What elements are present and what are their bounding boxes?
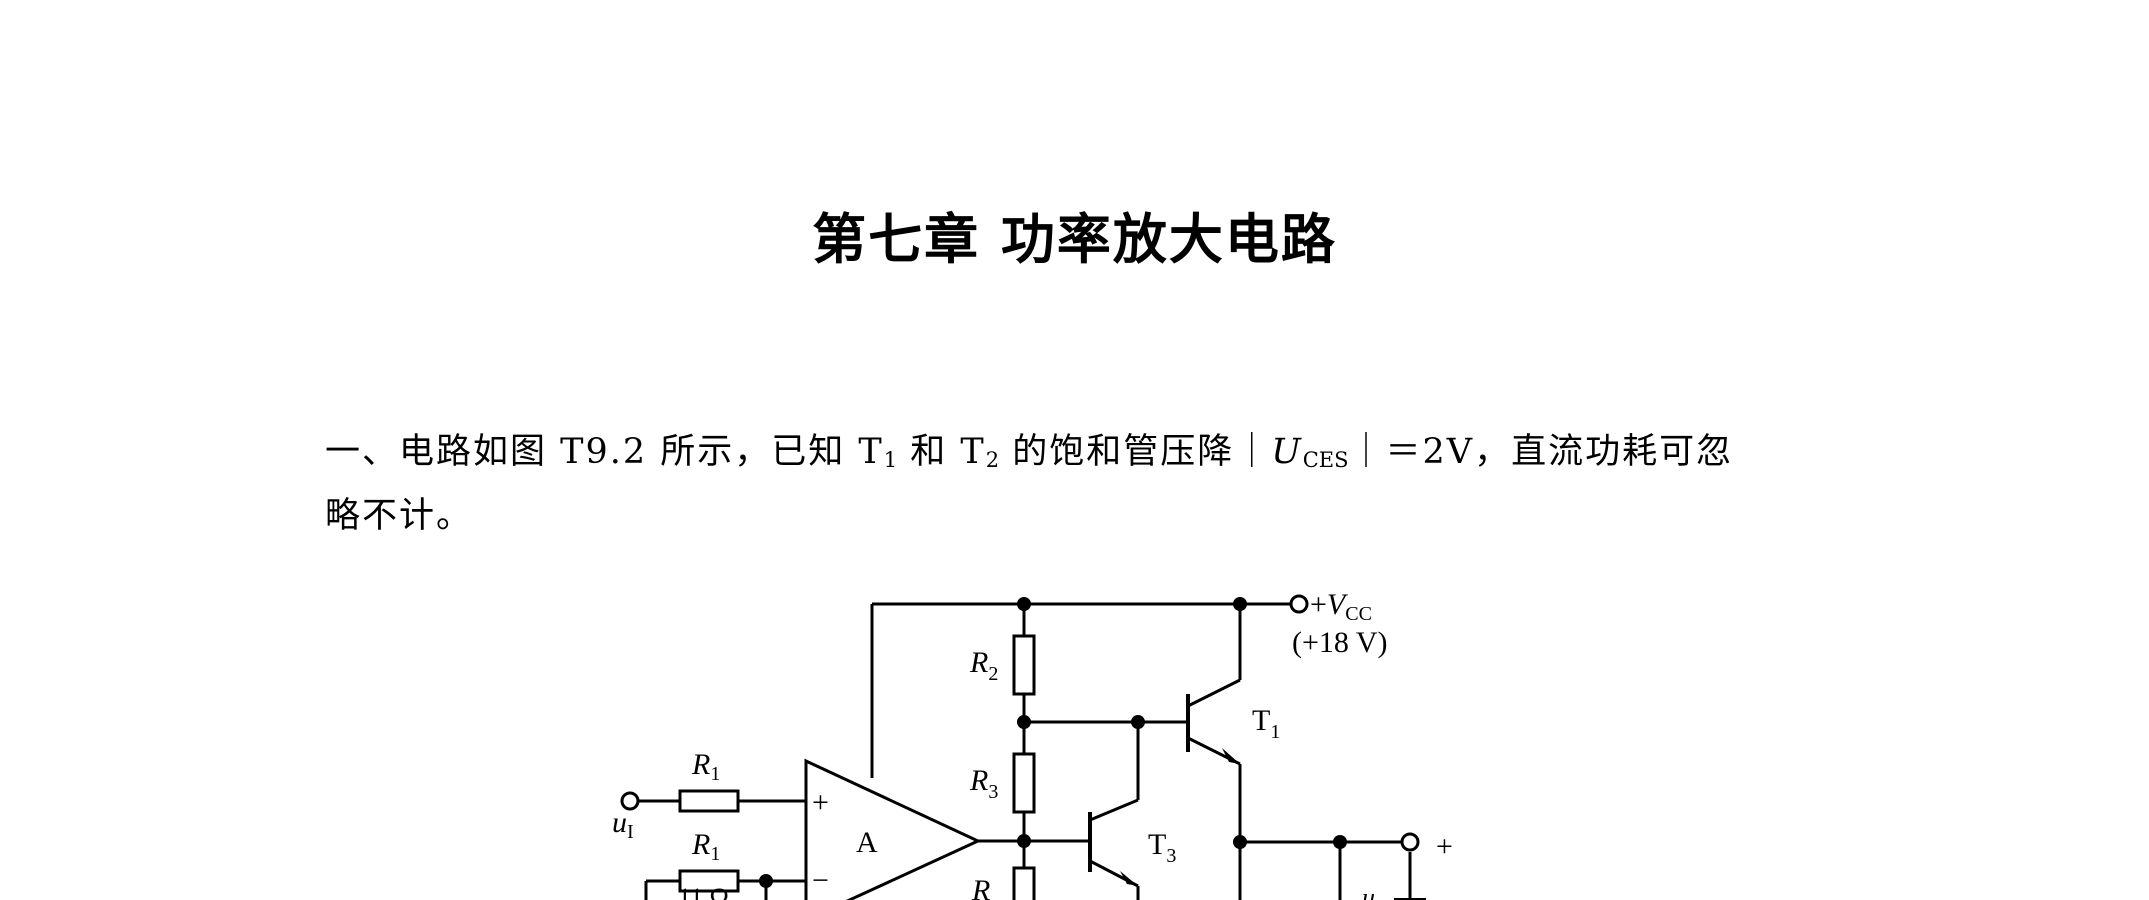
problem-line-2: 略不计。 <box>325 496 474 536</box>
resistor-r2 <box>1012 634 1036 696</box>
r2-label: R2 <box>969 646 998 685</box>
t1-label: T1 <box>1252 704 1280 743</box>
t1-emitter-arrow <box>1222 748 1240 764</box>
vcc-label: +VCC <box>1310 588 1372 625</box>
junction-dots <box>759 597 1347 888</box>
circuit-wires <box>638 602 1412 900</box>
chapter-title: 第七章 功率放大电路 <box>812 208 1337 271</box>
r4-label: R <box>971 874 990 900</box>
r3-label: R3 <box>969 764 998 803</box>
opamp-label: A <box>856 826 878 859</box>
uces-subscript: CES <box>1302 448 1349 472</box>
resistor-r1-top <box>678 789 740 813</box>
problem-text-d: ｜＝2V，直流功耗可忽 <box>1348 432 1734 472</box>
uces-symbol: U <box>1271 432 1303 472</box>
opamp-plus: + <box>812 786 829 819</box>
r1-bottom-label: R1 <box>691 828 720 865</box>
problem-text-c: 的饱和管压降｜ <box>999 432 1272 472</box>
input-label: uI <box>612 806 634 843</box>
input-terminal <box>620 791 640 811</box>
problem-text-a: 一、电路如图 T9.2 所示，已知 T <box>325 432 884 472</box>
opamp-minus: − <box>812 864 829 897</box>
resistor-r1-bottom <box>678 869 740 893</box>
problem-statement: 一、电路如图 T9.2 所示，已知 T1 和 T2 的饱和管压降｜UCES｜＝2… <box>325 424 1845 544</box>
t2-subscript: 2 <box>985 448 1000 472</box>
r1-top-label: R1 <box>691 748 720 785</box>
partial-ohm-label: 11 Ω <box>678 883 729 900</box>
opamp-triangle <box>804 758 982 900</box>
problem-line-1: 一、电路如图 T9.2 所示，已知 T1 和 T2 的饱和管压降｜UCES｜＝2… <box>325 424 1845 488</box>
resistor-r3 <box>1012 752 1036 814</box>
vcc-value: (+18 V) <box>1292 626 1388 659</box>
t3-emitter-arrow <box>1120 871 1138 886</box>
problem-text-b: 和 T <box>897 432 986 472</box>
resistor-r4 <box>1012 866 1036 900</box>
output-plus-label: + <box>1436 830 1453 863</box>
t3-label: T3 <box>1148 828 1176 867</box>
partial-output-label: u <box>1362 883 1375 900</box>
vcc-terminal <box>1289 594 1309 614</box>
t1-subscript: 1 <box>883 448 898 472</box>
output-terminal <box>1400 832 1420 852</box>
